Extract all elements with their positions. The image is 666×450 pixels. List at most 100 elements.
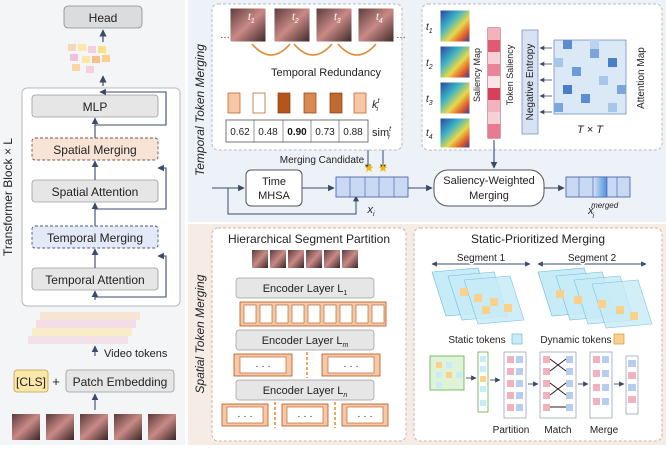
merged-token-row: [565, 176, 631, 198]
similarity-dividers: [253, 120, 340, 142]
svg-text:t4: t4: [426, 128, 433, 141]
video-tokens-label: Video tokens: [104, 348, 168, 360]
video-frame: [80, 414, 108, 440]
redundancy-frames: [229, 7, 395, 43]
svg-text:· · ·: · · ·: [357, 411, 373, 422]
frames-ellipsis-right: …: [396, 30, 406, 41]
cls-box: [13, 369, 49, 393]
patch-embedding-label: Patch Embedding: [73, 375, 168, 389]
hsp-title: Hierarchical Segment Partition: [228, 232, 390, 246]
saliency-frames: [439, 9, 471, 149]
svg-text:t2: t2: [426, 58, 433, 71]
candidate-star: ★: [378, 161, 389, 175]
block-temporal-attention: Temporal Attention: [31, 267, 159, 291]
frame-label-t1: t1: [248, 12, 255, 25]
block-spatial-attention-label: Spatial Attention: [52, 185, 139, 199]
svg-text:t4: t4: [376, 12, 383, 25]
svg-text:Encoder Layer Lm: Encoder Layer Lm: [262, 335, 349, 349]
match-label: Match: [544, 425, 571, 436]
input-video-frames: [12, 414, 176, 440]
redundancy-arcs: [251, 43, 377, 56]
encoder-layer-1-box: [235, 277, 375, 299]
negative-entropy-box: [521, 29, 539, 135]
dynamic-tokens-label: Dynamic tokens: [540, 335, 611, 346]
segment-2-label: Segment 2: [568, 253, 617, 264]
similarity-value: 0.62: [230, 127, 250, 138]
similarity-value: 0.88: [343, 127, 363, 138]
merge-label: Merge: [590, 425, 619, 436]
head-box: [63, 5, 143, 29]
stack-label: Transformer Block × L: [1, 138, 15, 256]
plus-sign: +: [52, 374, 60, 389]
svg-text:t3: t3: [334, 12, 341, 25]
partition-label: Partition: [493, 425, 530, 436]
hsp-frames: [252, 250, 358, 268]
swm-label-top: Saliency-Weighted: [443, 175, 535, 187]
temporal-side-label: Temporal Token Merging: [193, 44, 207, 176]
encoder-layer-1-label: Encoder Layer L1: [263, 283, 348, 297]
block-spatial-merging-label: Spatial Merging: [53, 143, 136, 157]
segment-1-halo: Segment 1: [457, 253, 506, 264]
encoder-layer-n-label: Encoder Layer Ln: [263, 385, 348, 399]
spm-title: Static-Prioritized Merging: [471, 232, 605, 246]
svg-text:· · ·: · · ·: [255, 361, 271, 372]
frames-ellipsis-left: …: [220, 30, 230, 41]
negative-entropy-label: Negative Entropy: [525, 44, 536, 121]
video-frame: [46, 414, 74, 440]
static-token-swatch: [511, 333, 523, 345]
swm-label-bottom: Merging: [469, 190, 509, 202]
left-panel: Head Transformer Block × L MLP Spatial M…: [0, 0, 185, 445]
token-saliency-label: Token Saliency: [505, 44, 515, 105]
dynamic-token-swatch: [613, 333, 625, 345]
key-tokens: [227, 92, 367, 114]
frame-label-t2: t2: [292, 12, 299, 25]
static-tokens-label: Static tokens: [448, 335, 505, 346]
svg-text:· · ·: · · ·: [237, 411, 253, 422]
similarity-value: 0.73: [315, 127, 335, 138]
entropy-arrows: [539, 45, 552, 115]
svg-text:kti: kti: [372, 98, 381, 113]
block-spatial-attention: Spatial Attention: [31, 179, 159, 203]
segment-2-tokens: [537, 267, 653, 329]
frame-label-t4: t4: [376, 12, 383, 25]
video-frame: [12, 414, 40, 440]
input-token-grid: [28, 312, 140, 344]
block-temporal-merging: Temporal Merging: [31, 225, 159, 249]
block-mlp-label: MLP: [83, 100, 108, 114]
segment-1-tokens: [431, 267, 525, 325]
time-mhsa-label-bottom: MHSA: [258, 190, 290, 202]
encoder-layer-m-label: Encoder Layer Lm: [262, 335, 349, 349]
patch-embedding-box: [65, 369, 175, 393]
video-frame: [148, 414, 176, 440]
head-label: Head: [89, 11, 118, 25]
block-connectors: [91, 88, 167, 300]
time-mhsa-label-top: Time: [262, 176, 286, 188]
merged-label: ximerged: [587, 201, 619, 220]
similarity-value-highlighted: 0.90: [287, 127, 307, 138]
spatial-panel: Spatial Token Merging Hierarchical Segme…: [188, 224, 666, 445]
merge-pipeline: [429, 351, 639, 419]
attention-map-grid: [553, 39, 627, 115]
svg-text:t3: t3: [426, 94, 433, 107]
svg-text:t2: t2: [292, 12, 299, 25]
attention-map-label: Attention Map: [636, 47, 647, 109]
svg-text:Encoder Layer L1: Encoder Layer L1: [263, 283, 348, 297]
block-temporal-merging-label: Temporal Merging: [47, 231, 143, 245]
svg-text:t1: t1: [248, 12, 255, 25]
candidate-star: ★: [364, 161, 375, 175]
similarity-value: 0.48: [258, 127, 278, 138]
video-frame: [114, 414, 142, 440]
residual-arrow: [227, 188, 359, 215]
svg-text:xi: xi: [366, 204, 375, 218]
saliency-frame-label-t4: t4: [426, 128, 433, 141]
merging-candidate-label: Merging Candidate: [280, 155, 365, 166]
layer-1-token-row: [239, 301, 387, 327]
output-tokens: [68, 44, 110, 73]
x-label: xi: [366, 204, 375, 218]
temporal-redundancy-label: Temporal Redundancy: [271, 67, 382, 79]
block-temporal-attention-label: Temporal Attention: [45, 273, 144, 287]
